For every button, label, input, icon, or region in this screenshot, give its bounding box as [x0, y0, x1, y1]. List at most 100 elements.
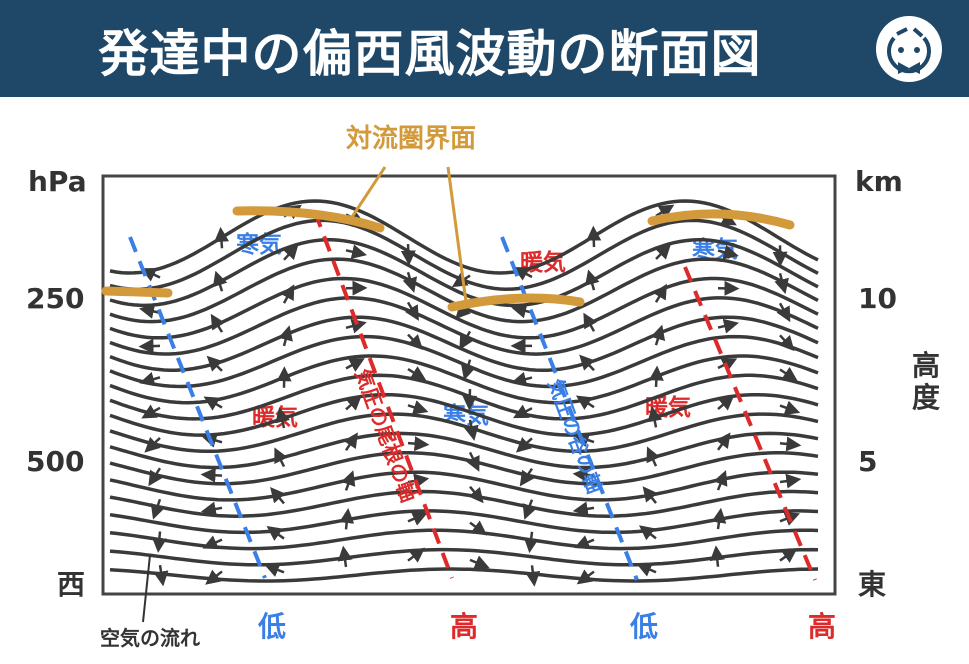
airflow-arrow: [655, 204, 675, 219]
airflow-arrow: [400, 244, 416, 266]
hpa-unit: hPa: [28, 165, 87, 198]
airflow-arrow: [202, 535, 223, 550]
airflow-arrow: [278, 325, 293, 347]
ridge-axis-line: [683, 266, 817, 581]
airflow-arrow: [274, 447, 288, 468]
airflow-arrow: [776, 302, 791, 323]
airflow-arrow: [522, 499, 537, 520]
airflow-arrow: [150, 498, 165, 520]
airflow-arrow: [402, 271, 418, 293]
airflow-arrow: [407, 333, 424, 351]
airflow-arrow: [407, 436, 430, 452]
airflow-arrow: [572, 467, 595, 483]
airflow-arrow: [275, 407, 290, 429]
airflow-arrow: [407, 547, 426, 563]
airflow-arrow: [715, 432, 731, 451]
airflow-arrow: [779, 436, 802, 452]
airflow-arrow: [650, 324, 666, 346]
airflow-arrow: [407, 511, 428, 526]
airflow-arrow: [525, 565, 541, 587]
airflow-arrow: [469, 555, 490, 570]
airflow-arrow: [140, 267, 161, 282]
airflow-arrow: [779, 366, 798, 382]
tick-250: 250: [26, 282, 85, 315]
tropopause-label: 対流圏界面: [346, 124, 477, 154]
altitude-label: 高度: [912, 349, 941, 414]
airflow-arrow: [337, 545, 353, 568]
tropopause-pointer: [350, 166, 468, 303]
plot-frame: [101, 174, 837, 596]
airflow-arrow: [144, 436, 161, 453]
header: 発達中の偏西風波動の断面図: [0, 0, 969, 97]
airflow-arrow: [523, 531, 539, 554]
airflow-pointer: [142, 554, 151, 623]
isobar-line: [109, 470, 819, 502]
airflow-arrow: [345, 358, 365, 372]
airflow-arrow: [512, 267, 533, 281]
airflow-arrow: [151, 531, 167, 553]
airflow-arrow: [779, 473, 802, 489]
isobar-line: [109, 509, 819, 535]
airflow-arrow: [466, 451, 480, 472]
airflow-arrow: [717, 244, 739, 260]
airflow-arrow: [462, 389, 478, 411]
airflow-arrow: [341, 470, 356, 491]
airflow-arrow: [652, 283, 667, 303]
isobar-line: [109, 431, 819, 470]
airflow-arrow: [148, 467, 163, 487]
airflow-arrow: [404, 301, 419, 321]
airflow-arrow: [512, 404, 533, 419]
airflow-arrow: [407, 400, 429, 415]
tropopause: [101, 206, 795, 312]
page-title: 発達中の偏西風波動の断面図: [98, 25, 762, 83]
airflow-arrow: [459, 330, 474, 351]
high-label-2: 高: [808, 610, 837, 643]
airflow-arrow: [206, 355, 223, 372]
airflow-arrow: [572, 501, 595, 517]
airflow-arrow: [717, 395, 735, 411]
airflow-arrow: [583, 312, 598, 332]
airflow-arrow: [210, 313, 225, 333]
airflow-arrow: [778, 334, 795, 352]
airflow-arrow: [141, 404, 161, 419]
tick-10: 10: [858, 282, 897, 315]
airflow-arrow: [463, 419, 479, 441]
airflow-arrow: [469, 520, 488, 536]
cross-section-diagram: 気圧の尾根の軸 気圧の谷の軸: [101, 166, 837, 623]
isobar-lines: [109, 199, 819, 583]
airflow-arrow: [713, 470, 728, 491]
airflow-arrow: [717, 318, 739, 334]
airflow-arrow: [205, 569, 223, 585]
airflow-arrow: [200, 501, 223, 517]
airflow-arrow: [647, 406, 663, 428]
airflow-arrow: [200, 467, 223, 483]
airflow-arrow: [461, 359, 476, 381]
airflow-arrow: [579, 354, 595, 372]
isobar-line: [109, 276, 819, 340]
airflow-arrow: [638, 525, 657, 541]
airflow-arrow: [511, 371, 533, 387]
isobar-line: [109, 489, 819, 518]
airflow-arrow: [711, 507, 727, 530]
airflow-arrow: [407, 366, 427, 381]
airflow-arrow: [709, 545, 725, 567]
airflow-arrow: [264, 562, 285, 577]
ridge-axis-line: [313, 211, 454, 579]
isobar-line: [109, 528, 819, 551]
airflow-arrow: [655, 243, 672, 260]
airflow-arrow: [139, 371, 161, 387]
tick-500: 500: [26, 445, 85, 478]
airflow-label: 空気の流れ: [100, 626, 200, 650]
airflow-arrow: [153, 564, 169, 587]
airflow-arrow: [266, 525, 285, 541]
isobar-line: [109, 567, 819, 583]
airflow-arrow: [779, 548, 798, 563]
mascot-bowtie-icon: [876, 16, 942, 82]
west-label: 西: [57, 568, 86, 601]
airflow-arrow: [574, 535, 595, 550]
airflow-arrow: [774, 272, 789, 295]
isobar-line: [109, 373, 819, 421]
isobar-line: [109, 547, 819, 567]
airflow-arrow: [779, 400, 801, 415]
airflow-arrow: [646, 446, 661, 467]
